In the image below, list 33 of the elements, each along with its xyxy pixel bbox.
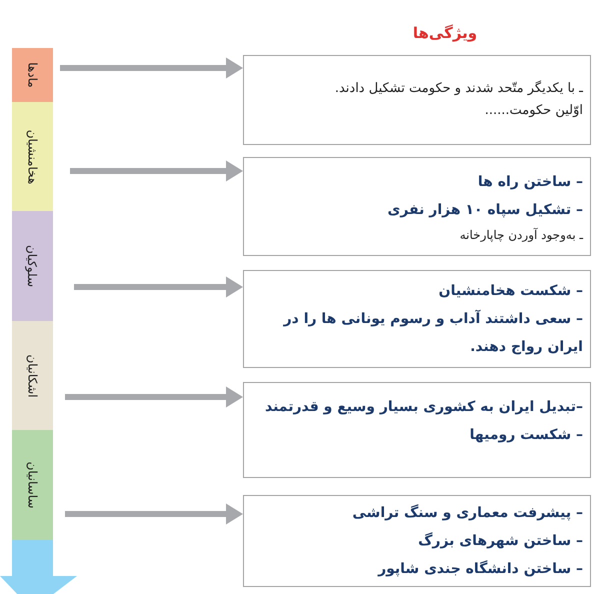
arrow xyxy=(74,276,243,298)
item-text: – شکست هخامنشیان xyxy=(438,282,583,301)
arrow xyxy=(70,160,243,182)
text-box xyxy=(243,382,591,478)
arrow xyxy=(60,58,243,78)
timeline-segment xyxy=(12,48,53,102)
text-box xyxy=(243,55,591,145)
title: ویژگی‌ها xyxy=(412,24,478,42)
timeline-segment xyxy=(12,430,53,540)
text-box xyxy=(243,157,591,256)
vertical-label: مادها xyxy=(26,62,40,88)
item-text: – ساختن شهرهای بزرگ xyxy=(418,531,583,551)
item-text: – پیشرفت معماری و سنگ تراشی xyxy=(352,503,583,523)
vertical-label: اشکانیان xyxy=(26,354,40,398)
arrow xyxy=(65,504,243,524)
arrow xyxy=(65,386,243,408)
item-text: – ساختن دانشگاه جندی شاپور xyxy=(378,559,583,579)
vertical-label: ساسانیان xyxy=(26,462,40,508)
item-text: – سعی داشتند آداب و رسوم یونانی ها را در ایران رواج دهند. xyxy=(282,308,583,357)
item-text: ـ به‌وجود آوردن چاپارخانه xyxy=(460,226,583,244)
item-text: – شکست رومیها xyxy=(470,426,583,445)
item-text: ـ با یکدیگر متّحد شدند و حکومت تشکیل دادند. xyxy=(334,80,583,98)
item-text: – ساختن راه ها xyxy=(478,172,583,192)
timeline-segment xyxy=(12,321,53,430)
text-box xyxy=(243,495,591,587)
item-text: – تشکیل سپاه ۱۰ هزار نفری xyxy=(388,200,583,220)
timeline-segment xyxy=(12,211,53,321)
item-text: اوّلین حکومت...... xyxy=(484,102,583,120)
vertical-label: سلوکیان xyxy=(26,244,40,288)
text-box xyxy=(243,270,591,368)
timeline-segment xyxy=(12,102,53,211)
item-text: –تبدیل ایران به کشوری بسیار وسیع و قدرتمند xyxy=(265,398,583,417)
vertical-label: هخامنشیان xyxy=(26,129,40,184)
